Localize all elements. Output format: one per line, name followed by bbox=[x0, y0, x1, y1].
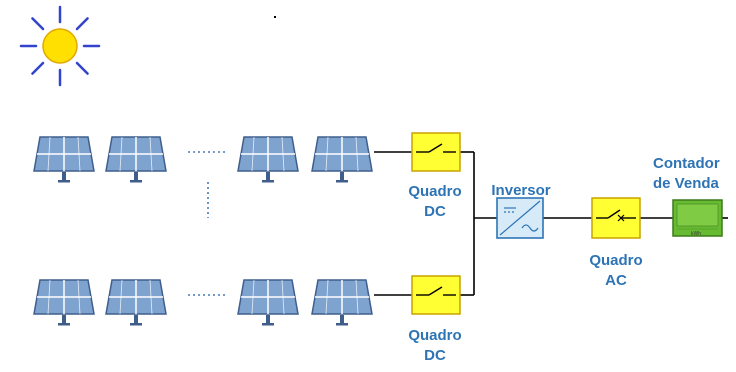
stray-mark bbox=[274, 16, 276, 18]
panel-grid-v3 bbox=[281, 279, 285, 315]
label-quadro-ac-text: Quadro AC bbox=[589, 252, 643, 289]
ac-blade bbox=[607, 209, 621, 219]
meter-unit-text: kWh bbox=[691, 231, 701, 237]
dc-switch-blade bbox=[428, 286, 443, 296]
solar-panel-icon bbox=[33, 136, 95, 183]
label-quadro-ac: Quadro AC bbox=[578, 251, 654, 291]
solar-panel-icon bbox=[237, 279, 299, 326]
panel-pole bbox=[266, 172, 270, 182]
panel-pole bbox=[62, 172, 66, 182]
sun-ray bbox=[75, 17, 89, 31]
panel-grid-v3 bbox=[77, 279, 81, 315]
solar-panel-icon bbox=[105, 279, 167, 326]
panel-pole bbox=[340, 172, 344, 182]
label-quadro-dc-bottom-text: Quadro DC bbox=[408, 327, 462, 364]
sun-icon bbox=[19, 5, 101, 87]
panel-row-bottom bbox=[33, 279, 373, 326]
label-quadro-dc-bottom: Quadro DC bbox=[397, 326, 473, 366]
quadro-dc-top-switch-icon bbox=[411, 132, 461, 172]
label-inversor: Inversor bbox=[478, 181, 564, 201]
panel-foot bbox=[262, 180, 274, 183]
label-inversor-text: Inversor bbox=[491, 182, 551, 199]
panel-grid-v3 bbox=[149, 136, 153, 172]
solar-panel-icon bbox=[237, 136, 299, 183]
panel-pole bbox=[340, 315, 344, 325]
label-contador-de-venda: Contador de Venda bbox=[653, 154, 736, 194]
panel-grid-v3 bbox=[281, 136, 285, 172]
sun-ray bbox=[31, 61, 45, 75]
panel-foot bbox=[58, 180, 70, 183]
panel-foot bbox=[130, 180, 142, 183]
panel-grid-v2 bbox=[325, 279, 329, 315]
panel-pole bbox=[62, 315, 66, 325]
panel-grid-v3 bbox=[355, 136, 359, 172]
panel-row-top bbox=[33, 136, 373, 183]
label-contador-text: Contador de Venda bbox=[653, 155, 720, 192]
panel-pole bbox=[266, 315, 270, 325]
solar-panel-icon bbox=[105, 136, 167, 183]
sun-ray bbox=[75, 61, 89, 75]
panel-grid-v2 bbox=[47, 136, 51, 172]
sun-disc bbox=[42, 28, 78, 64]
panel-grid-v2 bbox=[325, 136, 329, 172]
panel-foot bbox=[262, 323, 274, 326]
inverter-ac-wave bbox=[521, 224, 539, 232]
meter-icon bbox=[672, 199, 723, 237]
panel-pole bbox=[134, 315, 138, 325]
panel-grid-v3 bbox=[77, 136, 81, 172]
panel-grid-v2 bbox=[47, 279, 51, 315]
label-quadro-dc-top-text: Quadro DC bbox=[408, 183, 462, 220]
panel-grid-v2 bbox=[251, 279, 255, 315]
quadro-dc-bottom-switch-icon bbox=[411, 275, 461, 315]
dotted-connectors bbox=[188, 151, 228, 296]
sun-ray bbox=[31, 17, 45, 31]
panel-foot bbox=[130, 323, 142, 326]
dc-switch-blade bbox=[428, 143, 443, 153]
panel-grid-v2 bbox=[119, 279, 123, 315]
solar-panel-icon bbox=[311, 136, 373, 183]
panel-foot bbox=[336, 323, 348, 326]
panel-foot bbox=[336, 180, 348, 183]
label-quadro-dc-top: Quadro DC bbox=[397, 182, 473, 222]
wiring bbox=[374, 151, 728, 296]
quadro-ac-breaker-icon bbox=[591, 197, 641, 239]
meter-window bbox=[676, 203, 719, 227]
panel-grid-v3 bbox=[355, 279, 359, 315]
inverter-icon bbox=[496, 197, 544, 239]
panel-pole bbox=[134, 172, 138, 182]
inverter-diagonal bbox=[499, 200, 541, 236]
panel-grid-v2 bbox=[251, 136, 255, 172]
ac-x-b bbox=[617, 214, 625, 222]
panel-foot bbox=[58, 323, 70, 326]
solar-panel-icon bbox=[311, 279, 373, 326]
meter-unit-label: kWh bbox=[691, 231, 701, 237]
solar-panel-icon bbox=[33, 279, 95, 326]
panel-grid-v3 bbox=[149, 279, 153, 315]
panel-grid-v2 bbox=[119, 136, 123, 172]
